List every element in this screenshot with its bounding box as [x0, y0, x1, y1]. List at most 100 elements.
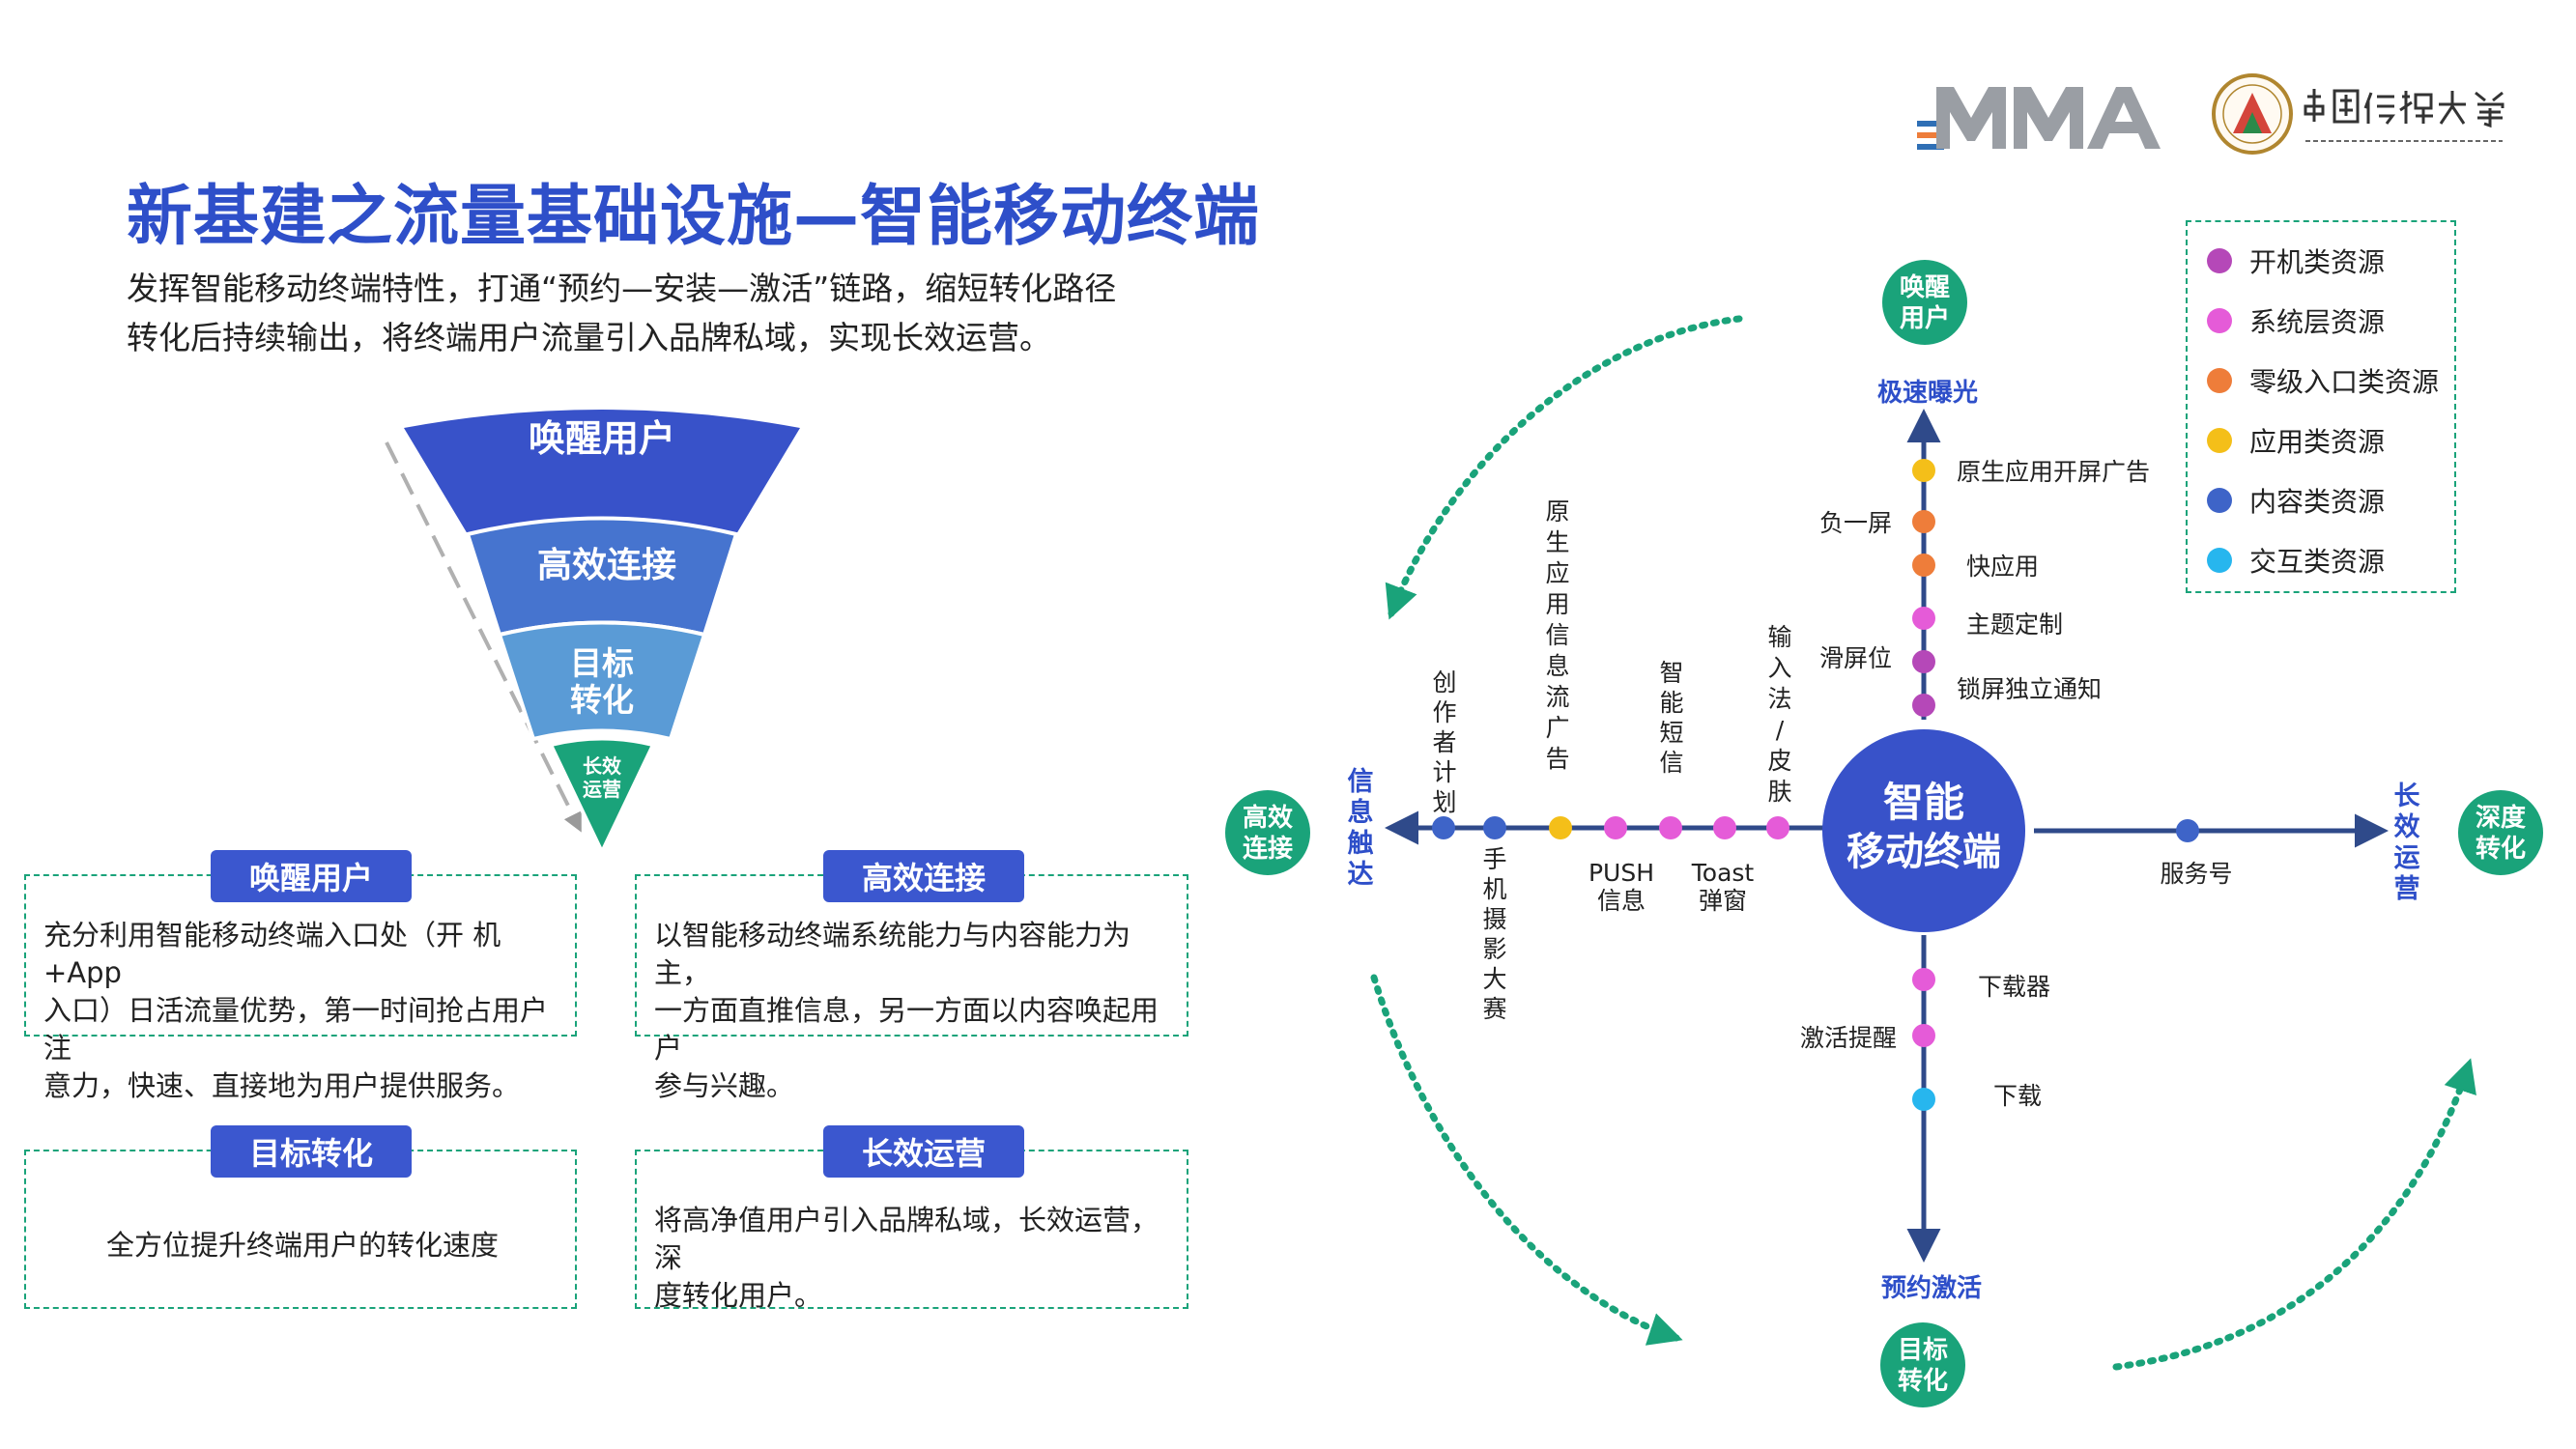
axis-label-down: 预约激活 — [1881, 1273, 1982, 1303]
mma-logo-bar — [1917, 144, 1944, 150]
card-long-term-operation: 将高净值用户引入品牌私域，长效运营，深 度转化用户。 — [635, 1150, 1188, 1312]
resource-dot — [2176, 819, 2199, 842]
cycle-arrows — [1370, 315, 2476, 1371]
resource-label: 智能短信 — [1659, 659, 1683, 777]
university-wordmark-glyph — [2363, 92, 2395, 125]
funnel-label-long-term-operation: 长效运营 — [583, 754, 621, 801]
legend-dot — [2207, 428, 2232, 453]
up-branch-items: 原生应用开屏广告 负一屏 快应用 主题定制 滑屏位 锁屏独立通知 — [1819, 458, 2150, 717]
legend: 开机类资源 系统层资源 零级入口类资源 应用类资源 内容类资源 交互类资源 — [2186, 220, 2456, 593]
university-wordmark-glyph — [2439, 91, 2466, 125]
mma-logo-letter — [2014, 87, 2083, 149]
legend-item: 内容类资源 — [2207, 481, 2385, 520]
left-branch-items: 创作者计划 手机摄影大赛 原生应用信息流广告 PUSH 信息 智能短信 Toas… — [1432, 497, 1792, 1023]
stage-label: 转化 — [2476, 835, 2526, 864]
university-wordmark-glyph — [2304, 89, 2325, 122]
resource-label: 负一屏 — [1819, 509, 1892, 537]
resource-label: 原生应用开屏广告 — [1957, 458, 2150, 486]
legend-item: 交互类资源 — [2207, 541, 2385, 580]
legend-label: 零级入口类资源 — [2249, 366, 2440, 398]
resource-dot — [1912, 650, 1935, 673]
mma-logo-letter — [2087, 87, 2161, 149]
stage-label: 目标 — [1898, 1336, 1948, 1365]
resource-dot — [1912, 510, 1935, 533]
resource-dot — [1713, 816, 1736, 839]
legend-dot — [2207, 368, 2232, 393]
mma-logo-bar — [1917, 121, 1944, 127]
resource-dot — [1912, 968, 1935, 991]
resource-label: 弹窗 — [1699, 887, 1747, 915]
resource-label: 下载 — [1993, 1082, 2042, 1110]
mma-logo — [1917, 87, 2161, 150]
resource-dot — [1483, 816, 1506, 839]
legend-item: 开机类资源 — [2207, 242, 2385, 280]
right-branch-items: 服务号 — [2160, 819, 2233, 888]
card-line: 将高净值用户引入品牌私域，长效运营，深 — [654, 1204, 1159, 1274]
resource-label: 原生应用信息流广告 — [1545, 497, 1569, 773]
funnel-level-long-term-operation — [548, 736, 656, 857]
legend-item: 系统层资源 — [2207, 301, 2385, 340]
down-branch-items: 下载器 激活提醒 下载 — [1800, 968, 2050, 1111]
card-line: 一方面直推信息，另一方面以内容唤起用户 — [654, 994, 1159, 1065]
stage-label: 唤醒 — [1900, 273, 1950, 302]
card-line: 充分利用智能移动终端入口处（开 机+App — [43, 919, 501, 989]
legend-dot — [2207, 488, 2232, 513]
legend-item: 应用类资源 — [2207, 421, 2385, 460]
resource-label: 主题定制 — [1966, 611, 2063, 639]
resource-dot — [1912, 459, 1935, 482]
resource-dot — [1912, 554, 1935, 577]
cycle-arrow-top-left — [1385, 315, 1743, 620]
resource-dot — [1604, 816, 1627, 839]
card-tag-efficient-connect: 高效连接 — [823, 850, 1024, 902]
stage-label: 用户 — [1900, 303, 1950, 333]
funnel-flow-arrow — [385, 441, 582, 833]
card-line: 入口）日活流量优势，第一时间抢占用户注 — [43, 994, 549, 1065]
cycle-arrow-bottom-right — [2112, 1058, 2476, 1371]
resource-label: 快应用 — [1966, 553, 2039, 581]
funnel-label-wake-users: 唤醒用户 — [529, 417, 675, 460]
university-wordmark-glyph — [2475, 91, 2504, 128]
resource-dot — [1432, 816, 1455, 839]
axis-label-up: 极速曝光 — [1877, 379, 1978, 408]
resource-label: 锁屏独立通知 — [1957, 675, 2102, 703]
mma-logo-bar — [1917, 132, 1944, 138]
university-logo — [2212, 73, 2504, 155]
legend-label: 系统层资源 — [2249, 306, 2386, 338]
resource-dot — [1766, 816, 1789, 839]
funnel-label-efficient-connect: 高效连接 — [537, 546, 676, 585]
subtitle-line-2: 转化后持续输出，将终端用户流量引入品牌私域，实现长效运营。 — [127, 319, 1051, 356]
cycle-arrow-bottom-left — [1370, 974, 1683, 1346]
card-line: 参与兴趣。 — [654, 1069, 795, 1102]
legend-dot — [2207, 548, 2232, 573]
university-emblem-ring — [2222, 84, 2282, 144]
resource-dot — [1912, 1024, 1935, 1047]
resource-dot — [1912, 694, 1935, 717]
resource-label: 手机摄影大赛 — [1482, 845, 1506, 1023]
resource-label: Toast — [1691, 859, 1755, 887]
legend-dot — [2207, 308, 2232, 333]
legend-label: 内容类资源 — [2249, 486, 2386, 518]
axis-label-right: 长效运营 — [2394, 781, 2421, 904]
card-tag-wake-users: 唤醒用户 — [211, 850, 412, 902]
funnel: 唤醒用户 高效连接 目标转化 长效运营 — [385, 410, 800, 857]
funnel-level-target-conversion — [497, 620, 707, 742]
funnel-level-wake-users — [404, 410, 800, 534]
funnel-label-target-conversion: 目标转化 — [570, 644, 634, 719]
page-title: 新基建之流量基础设施—智能移动终端 — [127, 179, 1261, 255]
legend-label: 交互类资源 — [2249, 546, 2386, 578]
legend-dot — [2207, 248, 2232, 273]
card-line: 度转化用户。 — [654, 1279, 823, 1312]
legend-label: 应用类资源 — [2249, 426, 2386, 458]
card-tag-long-term-operation: 长效运营 — [823, 1125, 1024, 1178]
card-target-conversion-body: 全方位提升终端用户的转化速度 — [43, 1227, 561, 1264]
stage-wake-users: 唤醒 用户 — [1882, 260, 1967, 345]
resource-label: PUSH — [1589, 859, 1654, 887]
stage-label: 连接 — [1243, 835, 1293, 864]
resource-label: 下载器 — [1978, 973, 2050, 1001]
card-efficient-connect: 以智能移动终端系统能力与内容能力为主， 一方面直推信息，另一方面以内容唤起用户 … — [635, 874, 1188, 1102]
card-line: 以智能移动终端系统能力与内容能力为主， — [654, 919, 1131, 989]
subtitle-line-1: 发挥智能移动终端特性，打通“预约—安装—激活”链路，缩短转化路径 — [127, 270, 1117, 307]
hub-label-line1: 智能 — [1883, 779, 1964, 826]
